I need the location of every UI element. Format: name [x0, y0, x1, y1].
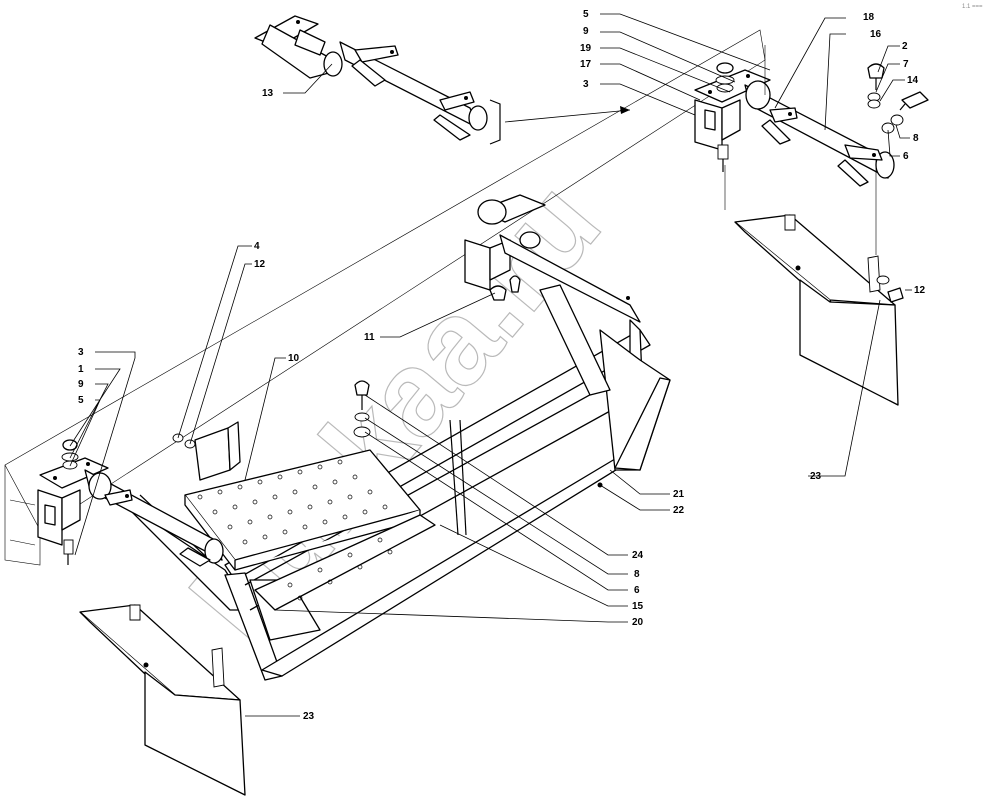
- callout-23-right: 23: [810, 471, 822, 482]
- step-perforations: [197, 459, 388, 545]
- leader-lines: [69, 13, 912, 717]
- callout-19: 19: [580, 43, 592, 54]
- callout-22: 22: [673, 505, 685, 516]
- bolt-washer-stack: [867, 63, 929, 134]
- callout-6-right: 6: [903, 151, 909, 162]
- callout-9-top: 9: [583, 26, 589, 37]
- callout-16: 16: [870, 29, 882, 40]
- right-pivot-assembly: [694, 62, 895, 187]
- lower-perforated-plate: [254, 514, 436, 611]
- callout-1: 1: [78, 364, 84, 375]
- callout-5-top: 5: [583, 9, 589, 20]
- rear-mount-assembly: [464, 194, 641, 323]
- callout-3-left: 3: [78, 347, 84, 358]
- callout-10: 10: [288, 353, 300, 364]
- callout-4: 4: [254, 241, 260, 252]
- callout-18: 18: [863, 12, 875, 23]
- callout-9-left: 9: [78, 379, 84, 390]
- callout-23-bottom: 23: [303, 711, 315, 722]
- callout-8-bottom: 8: [634, 569, 640, 580]
- corner-mark: 1.1 ===: [962, 4, 983, 10]
- callout-13: 13: [262, 88, 274, 99]
- left-pivot-assembly: [37, 439, 224, 567]
- bolt-11: [489, 285, 507, 301]
- callout-2: 2: [902, 41, 908, 52]
- callout-5-left: 5: [78, 395, 84, 406]
- right-mudflap: [734, 214, 904, 406]
- callout-15: 15: [632, 601, 644, 612]
- callout-14: 14: [907, 75, 919, 86]
- bolt-24: [353, 380, 371, 438]
- left-mudflap: [79, 604, 246, 796]
- callout-20: 20: [632, 617, 644, 628]
- callout-8-right: 8: [913, 133, 919, 144]
- callout-11: 11: [364, 332, 375, 343]
- callout-6-bottom: 6: [634, 585, 640, 596]
- callout-17: 17: [580, 59, 592, 70]
- callout-12-left: 12: [254, 259, 266, 270]
- callout-labels: 5 9 19 17 3 18 16 2 7 14 8 6 12 23 13 4 …: [78, 9, 926, 722]
- callout-7: 7: [903, 59, 909, 70]
- detail-tube-assembly-13: [254, 15, 501, 145]
- callout-12-right: 12: [914, 285, 926, 296]
- callout-24: 24: [632, 550, 644, 561]
- callout-21: 21: [673, 489, 685, 500]
- hinge-bracket: [172, 421, 241, 481]
- detail-arrow: [504, 106, 631, 123]
- callout-3-top: 3: [583, 79, 589, 90]
